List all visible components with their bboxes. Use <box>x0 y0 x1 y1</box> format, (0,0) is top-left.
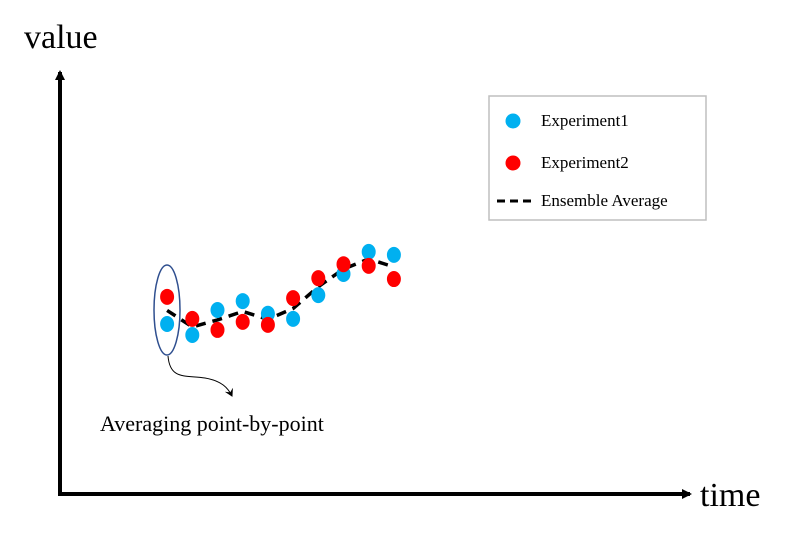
legend: Experiment1 Experiment2 Ensemble Average <box>488 95 707 221</box>
point-experiment2 <box>260 316 275 333</box>
point-experiment1 <box>260 305 275 322</box>
point-experiment1 <box>286 310 301 327</box>
point-experiment2 <box>210 321 225 338</box>
point-experiment1 <box>160 315 175 332</box>
point-experiment2 <box>361 257 376 274</box>
y-axis-label: value <box>24 19 98 56</box>
legend-label-experiment2: Experiment2 <box>541 153 629 172</box>
point-experiment1 <box>311 287 326 304</box>
point-experiment2 <box>336 256 351 273</box>
point-experiment1 <box>361 243 376 260</box>
point-experiment2 <box>160 288 175 305</box>
point-experiment2 <box>185 310 200 327</box>
annotation-arrow <box>167 355 233 397</box>
point-experiment1 <box>210 301 225 318</box>
point-experiment2 <box>235 313 250 330</box>
legend-marker-experiment2 <box>505 155 521 171</box>
legend-marker-experiment1 <box>505 113 521 129</box>
point-experiment2 <box>311 270 326 287</box>
point-experiment2 <box>386 271 401 288</box>
legend-label-ensemble-average: Ensemble Average <box>541 191 668 210</box>
x-axis-label: time <box>700 477 760 514</box>
legend-label-experiment1: Experiment1 <box>541 111 629 130</box>
point-experiment1 <box>235 293 250 310</box>
highlight-ellipse <box>153 264 181 356</box>
annotation-text: Averaging point-by-point <box>100 411 324 436</box>
point-experiment1 <box>185 327 200 343</box>
point-experiment1 <box>386 246 401 263</box>
ensemble-average-line <box>166 257 395 329</box>
point-experiment2 <box>286 290 301 307</box>
